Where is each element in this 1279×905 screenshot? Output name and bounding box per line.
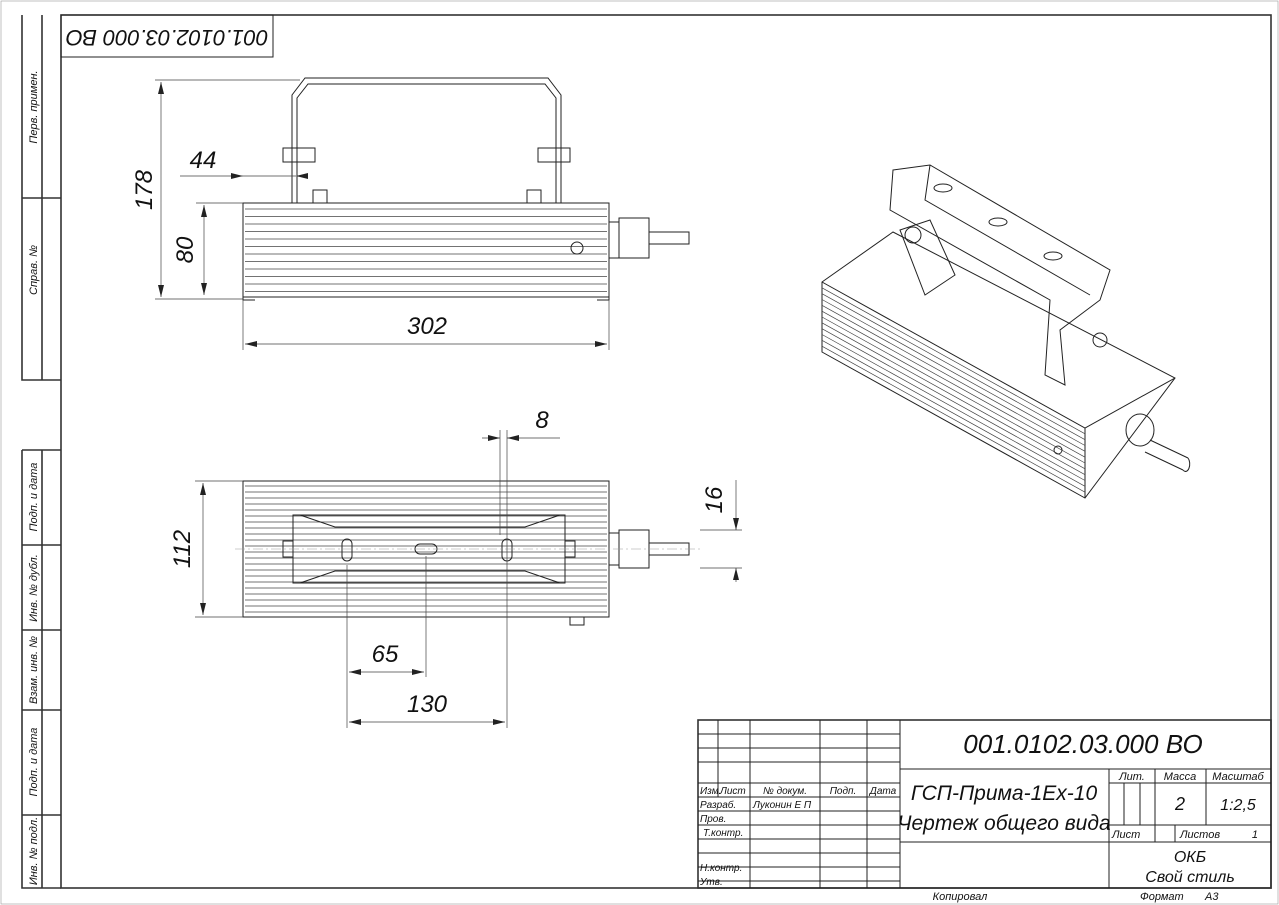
role-nkontr: Н.контр.	[700, 863, 742, 874]
fin-line	[821, 328, 1086, 475]
scale-value: 1:2,5	[1220, 797, 1256, 814]
label-inv-dubl: Инв. № дубл.	[28, 554, 40, 622]
scale-label: Масштаб	[1212, 771, 1264, 783]
fin-line	[821, 299, 1086, 446]
iso-cable-gland	[1125, 413, 1155, 447]
header-podp: Подп.	[830, 786, 857, 797]
label-perv-primen: Перв. примен.	[28, 70, 40, 143]
dim-16: 16	[701, 486, 728, 513]
dim-112: 112	[169, 530, 196, 568]
cable-gland	[618, 217, 650, 259]
label-podp-data-1: Подп. и дата	[28, 463, 40, 532]
label-sprav-no: Справ. №	[28, 245, 40, 295]
org-line-1: ОКБ	[1174, 849, 1206, 866]
sheets-label: Листов	[1179, 829, 1220, 841]
fin-line	[821, 340, 1086, 487]
rotated-document-code: 001.0102.03.000 ВО	[66, 25, 269, 50]
header-doc-no: № докум.	[763, 786, 807, 797]
copied-label: Копировал	[933, 891, 988, 903]
rotated-code-box: 001.0102.03.000 ВО	[60, 14, 274, 58]
top-view-dimensions: 112 65 130 8 16	[169, 407, 742, 728]
side-view-dimensions: 178 44 80 302	[131, 79, 610, 350]
dim-130: 130	[407, 691, 448, 718]
drawing-type: Чертеж общего вида	[897, 812, 1110, 835]
mass-label: Масса	[1164, 771, 1197, 783]
dim-65: 65	[372, 641, 399, 668]
dim-44: 44	[190, 147, 217, 174]
dim-80: 80	[172, 236, 199, 263]
org-line-2: Свой стиль	[1145, 869, 1234, 886]
fin-line	[821, 305, 1086, 452]
dim-8: 8	[535, 407, 549, 434]
lit-label: Лит.	[1118, 771, 1145, 783]
fin-line	[821, 334, 1086, 481]
developer-name: Луконин Е П	[752, 800, 812, 811]
fin-line	[821, 293, 1086, 440]
label-vzam-inv: Взам. инв. №	[28, 636, 40, 704]
role-utv: Утв.	[699, 877, 723, 888]
header-data: Дата	[869, 786, 897, 797]
format-label: Формат	[1140, 891, 1184, 903]
format-value: А3	[1204, 891, 1219, 903]
cable	[648, 231, 690, 245]
drawing-frame	[60, 14, 1272, 889]
fin-line	[821, 287, 1086, 435]
bolt-right	[537, 147, 571, 163]
fin-line	[821, 322, 1086, 470]
fin-line	[821, 316, 1086, 464]
product-name: ГСП-Прима-1Ех-10	[911, 782, 1098, 805]
role-prov: Пров.	[700, 814, 726, 825]
dim-178: 178	[131, 169, 158, 210]
title-block: 001.0102.03.000 ВО Изм. Лист № докум. По…	[697, 719, 1272, 903]
role-razrab: Разраб.	[700, 799, 736, 811]
fin-line	[821, 345, 1086, 493]
role-tkontr: Т.контр.	[703, 828, 743, 839]
side-strip: Перв. примен. Справ. № Подп. и дата Инв.…	[21, 15, 61, 889]
side-view	[242, 77, 690, 301]
top-view	[235, 480, 700, 626]
label-inv-podl: Инв. № подл.	[28, 817, 40, 885]
sheet-label: Лист	[1111, 829, 1140, 841]
sheets-value: 1	[1252, 829, 1258, 841]
mass-value: 2	[1174, 794, 1185, 814]
document-code: 001.0102.03.000 ВО	[963, 729, 1202, 759]
dim-302: 302	[407, 313, 447, 340]
header-izm: Изм.	[700, 786, 721, 797]
bolt-left	[282, 147, 316, 163]
isometric-view	[821, 164, 1191, 499]
fin-line	[821, 310, 1086, 458]
header-list: Лист	[719, 786, 746, 797]
label-podp-data-2: Подп. и дата	[28, 728, 40, 797]
